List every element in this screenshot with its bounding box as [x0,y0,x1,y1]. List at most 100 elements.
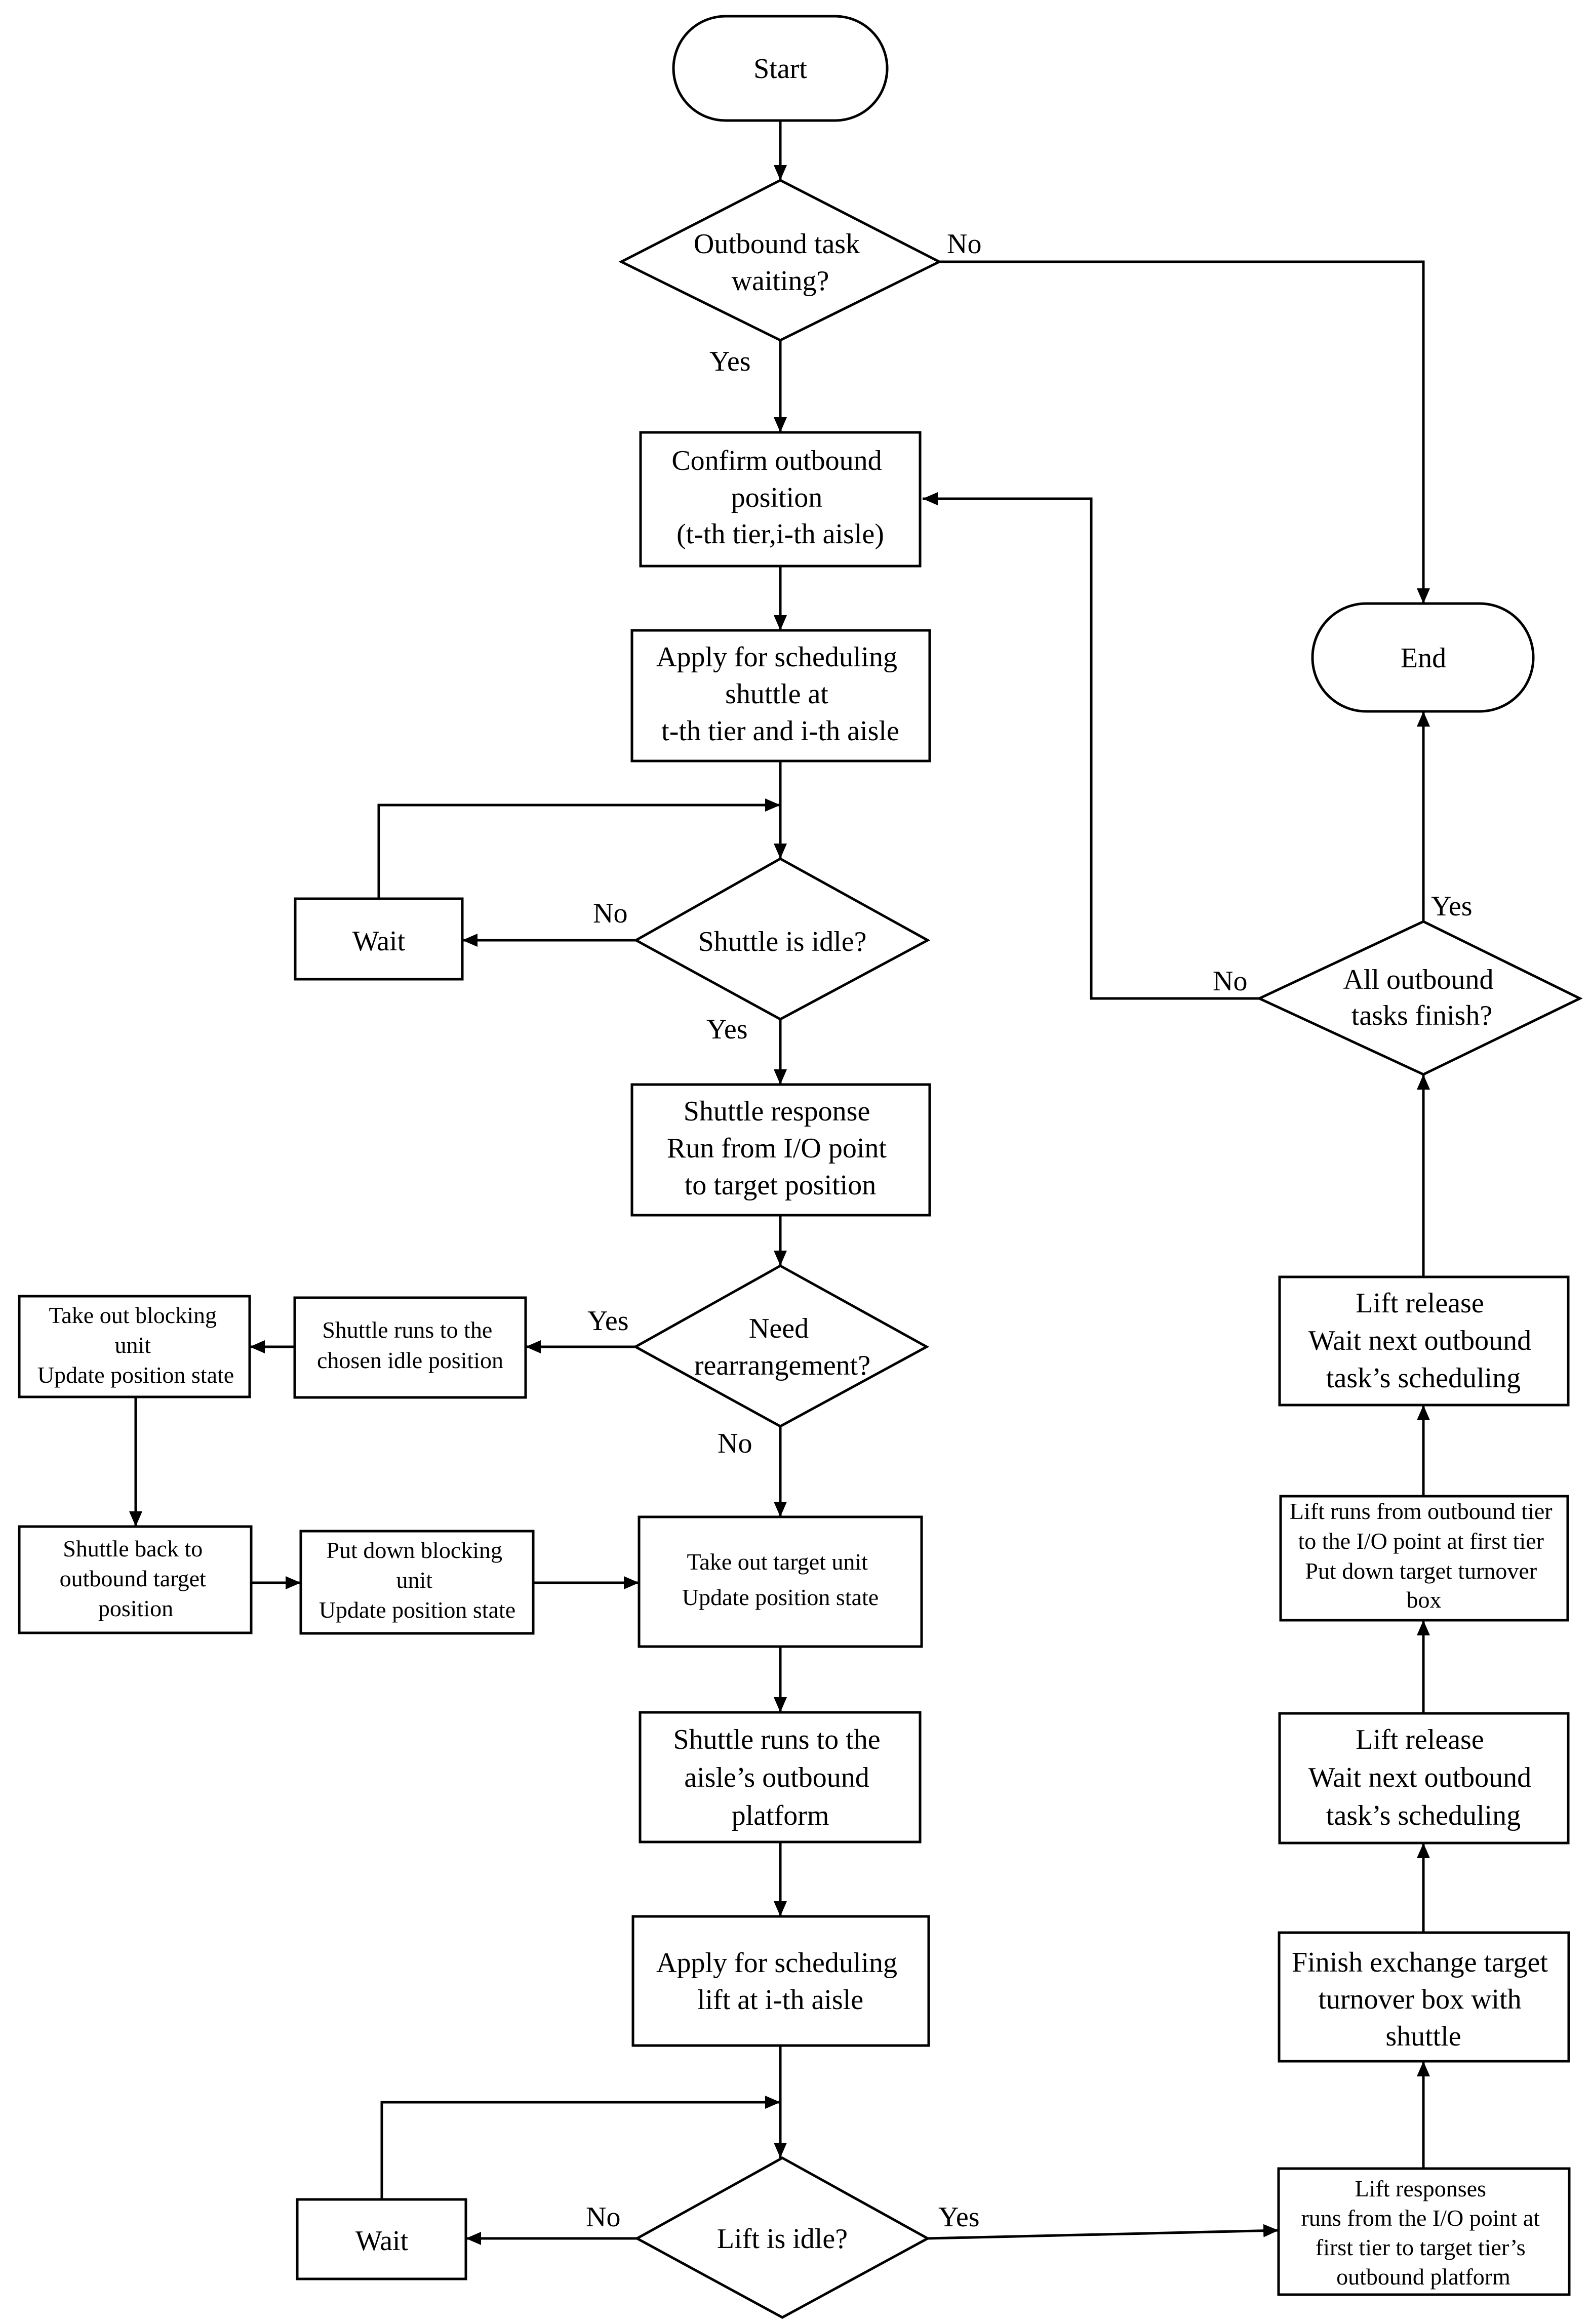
apply-lift-line: Apply for scheduling [656,1947,897,1979]
lift-release-1-line: Lift release [1356,1724,1484,1755]
lift-responses-line: runs from the I/O point at [1301,2205,1540,2231]
all-finish-label: All outbound tasks finish? [1343,964,1500,1031]
shuttle-back-label: Shuttle back to outbound target position [60,1536,212,1621]
lift-runs-outbound-line: Lift runs from outbound tier [1290,1498,1553,1524]
edge-all-finish-no-to-confirm [923,492,1259,1000]
apply-shuttle-line: t-th tier and i-th aisle [661,715,899,747]
put-down-blocking-line: Update position state [319,1597,515,1623]
edge-label-outbound-yes: Yes [709,346,750,377]
shuttle-response-box [630,1083,931,1217]
node-texts: Start Outbound task waiting? End Confirm… [37,53,1558,2290]
finish-exchange-label: Finish exchange target turnover box with… [1292,1947,1555,2052]
lift-responses-box [1277,2167,1571,2296]
lift-responses-line: Lift responses [1355,2176,1486,2201]
need-rearrangement-label: Need rearrangement? [694,1313,870,1381]
all-finish-line: All outbound [1343,964,1493,995]
shuttle-runs-idle-line: chosen idle position [317,1347,503,1373]
shuttle-runs-platform-label: Shuttle runs to the aisle’s outbound pla… [673,1724,887,1831]
wait-shuttle-label: Wait [352,926,406,957]
outbound-waiting-line: Outbound task [694,228,860,260]
edge-label-shuttle-idle-yes: Yes [706,1014,747,1045]
take-out-blocking-line: Update position state [37,1362,234,1388]
start-terminal [672,15,889,122]
finish-exchange-line: turnover box with [1318,1984,1521,2015]
lift-release-1-line: Wait next outbound [1308,1762,1531,1793]
finish-exchange-line: shuttle [1385,2021,1461,2052]
shuttle-runs-platform-line: platform [732,1800,829,1831]
lift-idle-label: Lift is idle? [717,2223,848,2255]
shuttle-back-box [18,1525,253,1634]
take-out-target-line: Take out target unit [687,1549,868,1575]
lift-release-2-line: Wait next outbound [1308,1325,1531,1356]
apply-lift-box [631,1915,930,2047]
finish-exchange-line: Finish exchange target [1292,1947,1548,1978]
shuttle-back-line: Shuttle back to [63,1536,203,1561]
lift-idle-decision [634,2156,931,2319]
end-label: End [1401,643,1446,674]
lift-runs-outbound-line: to the I/O point at first tier [1298,1528,1544,1554]
lift-runs-outbound-line: Put down target turnover [1305,1558,1537,1584]
apply-lift-line: lift at i-th aisle [697,1984,863,2016]
outbound-waiting-decision [618,179,942,342]
apply-lift-label: Apply for scheduling lift at i-th aisle [656,1947,904,2016]
edge-wait-loop-shuttle [377,798,780,899]
wait-shuttle-line: Wait [352,926,406,957]
finish-exchange-box [1278,1931,1570,2063]
lift-release-2-line: Lift release [1356,1288,1484,1319]
shuttle-response-line: to target position [685,1170,877,1201]
need-rearrangement-decision [632,1264,930,1428]
apply-shuttle-box [630,629,931,763]
shuttle-runs-platform-line: aisle’s outbound [684,1762,869,1793]
lift-responses-label: Lift responses runs from the I/O point a… [1301,2176,1546,2290]
confirm-position-line: position [731,482,822,513]
shuttle-idle-decision [633,857,931,1021]
take-out-blocking-box [18,1295,251,1398]
start-label: Start [753,53,807,85]
edge-label-lift-idle-yes: Yes [938,2201,979,2233]
confirm-position-line: Confirm outbound [671,445,882,476]
lift-responses-line: first tier to target tier’s [1316,2234,1526,2260]
shuttle-idle-line: Shuttle is idle? [698,926,867,957]
need-rearrangement-line: rearrangement? [694,1350,870,1381]
edge-labels: No Yes No Yes Yes No Yes No No Yes [586,228,1472,2233]
put-down-blocking-line: unit [396,1567,432,1593]
shuttle-back-line: position [98,1595,173,1621]
wait-lift-label: Wait [355,2225,409,2257]
shuttle-response-line: Shuttle response [684,1096,870,1127]
shapes [18,15,1583,2319]
shuttle-runs-idle-line: Shuttle runs to the [322,1317,492,1343]
edge-label-rearrange-no: No [718,1428,752,1459]
shuttle-idle-label: Shuttle is idle? [698,926,867,957]
outbound-waiting-line: waiting? [732,265,829,297]
apply-shuttle-line: shuttle at [725,678,828,710]
take-out-target-line: Update position state [682,1584,879,1610]
edge-label-all-finish-no: No [1213,966,1247,997]
wait-lift-box [296,2198,467,2280]
edge-label-outbound-no: No [947,228,981,260]
lift-release-2-box [1278,1275,1570,1407]
connectors [129,121,1430,2245]
take-out-blocking-label: Take out blocking unit Update position s… [37,1302,234,1388]
wait-shuttle-box [294,897,464,981]
start-line: Start [753,53,807,85]
confirm-position-label: Confirm outbound position (t-th tier,i-t… [671,445,889,550]
lift-runs-outbound-box [1279,1495,1569,1622]
take-out-blocking-line: Take out blocking [49,1302,217,1328]
lift-release-2-line: task’s scheduling [1326,1363,1521,1394]
end-terminal [1311,602,1535,713]
take-out-blocking-line: unit [114,1332,151,1358]
lift-runs-outbound-label: Lift runs from outbound tier to the I/O … [1290,1498,1558,1613]
apply-shuttle-label: Apply for scheduling shuttle at t-th tie… [656,642,904,747]
lift-release-1-label: Lift release Wait next outbound task’s s… [1308,1724,1538,1831]
edge-label-lift-idle-no: No [586,2201,620,2233]
put-down-blocking-box [299,1530,535,1635]
edge-wait-loop-lift [380,2096,780,2199]
edge-lift-idle-yes-to-lift-responses [927,2224,1279,2240]
apply-shuttle-line: Apply for scheduling [656,642,897,673]
edge-label-rearrange-yes: Yes [587,1305,628,1337]
edge-label-all-finish-yes: Yes [1431,891,1472,922]
need-rearrangement-line: Need [749,1313,809,1344]
shuttle-response-label: Shuttle response Run from I/O point to t… [667,1096,894,1201]
confirm-position-box [639,431,922,568]
